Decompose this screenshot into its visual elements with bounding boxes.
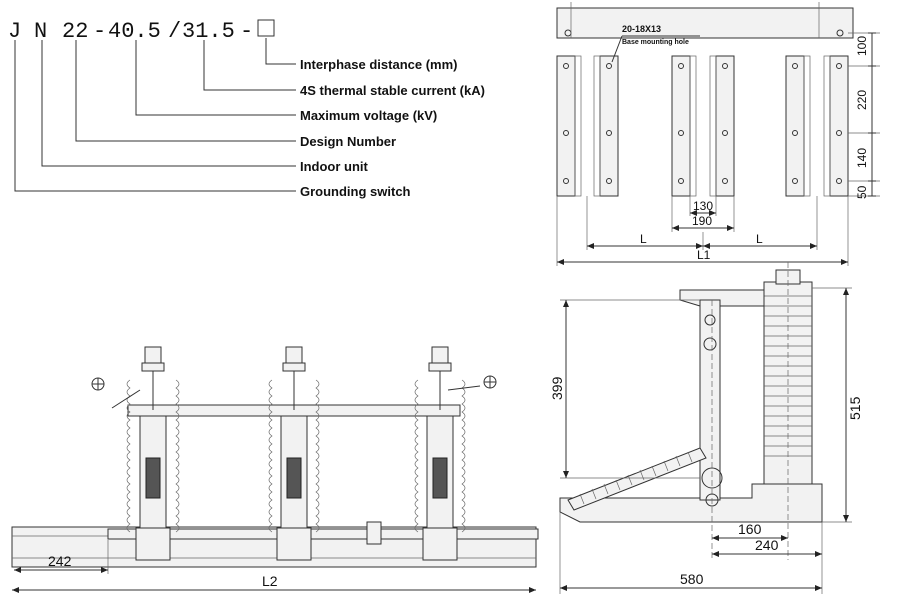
dim-l-right: L: [756, 232, 763, 246]
side-base: [559, 483, 823, 523]
hole-spec-label: 20-18X13: [622, 24, 661, 34]
dim-160: 160: [738, 521, 762, 537]
shaft-coupling: [366, 521, 382, 545]
dim-140: 140: [855, 148, 869, 168]
front-view: 242 L2: [11, 346, 539, 593]
dim-100: 100: [855, 36, 869, 56]
legend-grounding-switch: Grounding switch: [300, 184, 411, 199]
side-frame: [699, 299, 721, 501]
dim-399: 399: [549, 376, 565, 400]
code-part-j: J: [8, 19, 21, 44]
dim-515: 515: [847, 396, 863, 420]
base-brackets: [556, 55, 849, 197]
dim-242: 242: [48, 553, 72, 569]
dim-l-left: L: [640, 232, 647, 246]
code-part-n: N: [34, 19, 47, 44]
dim-240: 240: [755, 537, 779, 553]
model-code: J N 22 - 40.5 / 31.5 -: [8, 19, 275, 44]
code-part-dash-1: -: [93, 19, 106, 44]
base-mounting-hole-label: Base mounting hole: [622, 39, 689, 46]
dim-l1: L1: [697, 248, 711, 262]
side-spring: [567, 447, 707, 511]
dim-130: 130: [693, 199, 713, 213]
code-part-box: [257, 19, 275, 37]
legend-indoor-unit: Indoor unit: [300, 159, 369, 174]
code-part-design: 22: [62, 19, 88, 44]
legend-interphase-distance: Interphase distance (mm): [300, 57, 458, 72]
code-part-dash-2: -: [240, 19, 253, 44]
dim-190: 190: [692, 214, 712, 228]
dim-l2: L2: [262, 573, 278, 589]
dim-220: 220: [855, 90, 869, 110]
code-part-current: 31.5: [182, 19, 235, 44]
side-top-arm: [679, 289, 765, 307]
side-view: 399 515 160 240 580: [549, 262, 863, 594]
legend-design-number: Design Number: [300, 134, 396, 149]
legend-max-voltage: Maximum voltage (kV): [300, 108, 437, 123]
drive-shaft: [107, 528, 539, 540]
code-part-slash: /: [168, 19, 181, 44]
top-view: 20-18X13 Base mounting hole 100 220 140 …: [556, 2, 880, 266]
pole-2: [268, 346, 320, 561]
code-part-voltage: 40.5: [108, 19, 161, 44]
pole-1: [91, 346, 180, 561]
legend-thermal-current: 4S thermal stable current (kA): [300, 83, 485, 98]
legend: Interphase distance (mm) 4S thermal stab…: [300, 57, 485, 199]
dim-50: 50: [855, 185, 869, 199]
legend-leaders: [14, 38, 296, 192]
pole-3: [414, 346, 497, 561]
dim-580: 580: [680, 571, 704, 587]
top-plate: [556, 7, 854, 39]
